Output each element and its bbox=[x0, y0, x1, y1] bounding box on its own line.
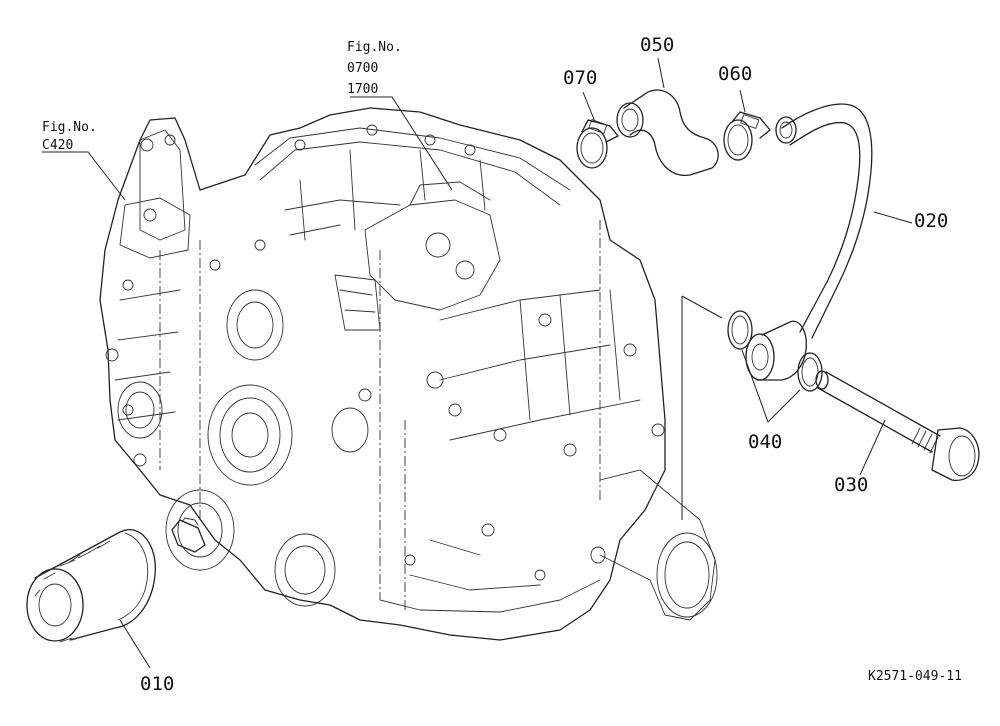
hose bbox=[616, 57, 719, 176]
part-number-030: 030 bbox=[834, 474, 868, 496]
hose-clamp-070 bbox=[576, 91, 619, 169]
oil-pipe bbox=[745, 103, 913, 381]
leader-fig-0700 bbox=[350, 96, 453, 191]
o-rings bbox=[727, 310, 823, 423]
fig-ref-number: 0700 bbox=[347, 61, 378, 76]
fig-ref-title: Fig.No. bbox=[347, 40, 402, 55]
hose-clamp-060 bbox=[723, 89, 771, 161]
part-number-020: 020 bbox=[914, 210, 948, 232]
hollow-bolt bbox=[815, 370, 980, 482]
part-number-050: 050 bbox=[640, 34, 674, 56]
fig-ref-number: 1700 bbox=[347, 82, 378, 97]
oil-filter bbox=[26, 529, 156, 669]
fig-ref-title: Fig.No. bbox=[42, 120, 97, 135]
part-number-070: 070 bbox=[563, 67, 597, 89]
fig-ref-number: C420 bbox=[42, 138, 73, 153]
part-number-010: 010 bbox=[140, 673, 174, 695]
part-number-060: 060 bbox=[718, 63, 752, 85]
transmission-housing bbox=[99, 107, 718, 641]
drawing-number: K2571-049-11 bbox=[868, 669, 962, 684]
part-number-040: 040 bbox=[748, 431, 782, 453]
leader-right-box bbox=[681, 295, 723, 520]
leader-fig-c420 bbox=[42, 151, 126, 201]
